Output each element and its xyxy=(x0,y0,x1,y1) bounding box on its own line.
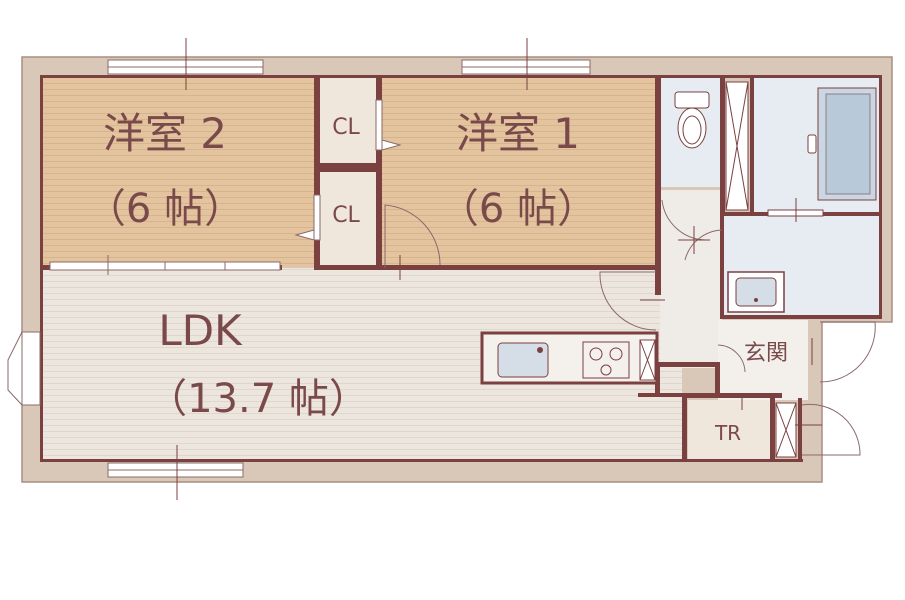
toilet-icon xyxy=(674,91,710,149)
storage-shelf xyxy=(725,81,797,458)
entrance-floor xyxy=(718,320,808,400)
western-room-2-floor xyxy=(42,77,317,267)
closet-doors xyxy=(294,99,402,241)
trunk-room-floor xyxy=(688,400,770,460)
room-name-western-1: 洋室 1 xyxy=(456,109,580,158)
sliding-door xyxy=(49,255,281,275)
room-name-western-2: 洋室 2 xyxy=(103,109,227,158)
washbasin-icon xyxy=(727,271,785,313)
kitchen-sink-icon xyxy=(497,342,549,378)
room-name-trunk-room: TR xyxy=(714,421,741,445)
column-marks xyxy=(399,198,822,426)
door-swing-icon xyxy=(384,199,876,456)
room-name-entrance: 玄関 xyxy=(744,341,788,366)
closet-upper-floor xyxy=(318,77,378,163)
room-size-ldk: （13.7 帖） xyxy=(147,376,369,422)
kitchen-counter xyxy=(480,331,659,385)
western-room-1-floor xyxy=(380,77,656,267)
stove-icon xyxy=(582,341,630,379)
room-size-western-1: （6 帖） xyxy=(439,186,597,232)
room-size-western-2: （6 帖） xyxy=(86,186,244,232)
room-name-closet-upper: CL xyxy=(332,115,360,140)
hallway-floor xyxy=(660,190,722,368)
window-icon xyxy=(7,38,591,500)
room-name-ldk: LDK xyxy=(158,306,243,355)
closet-lower-floor xyxy=(318,172,378,265)
bathtub-icon xyxy=(767,87,877,217)
room-name-closet-lower: CL xyxy=(332,203,360,228)
